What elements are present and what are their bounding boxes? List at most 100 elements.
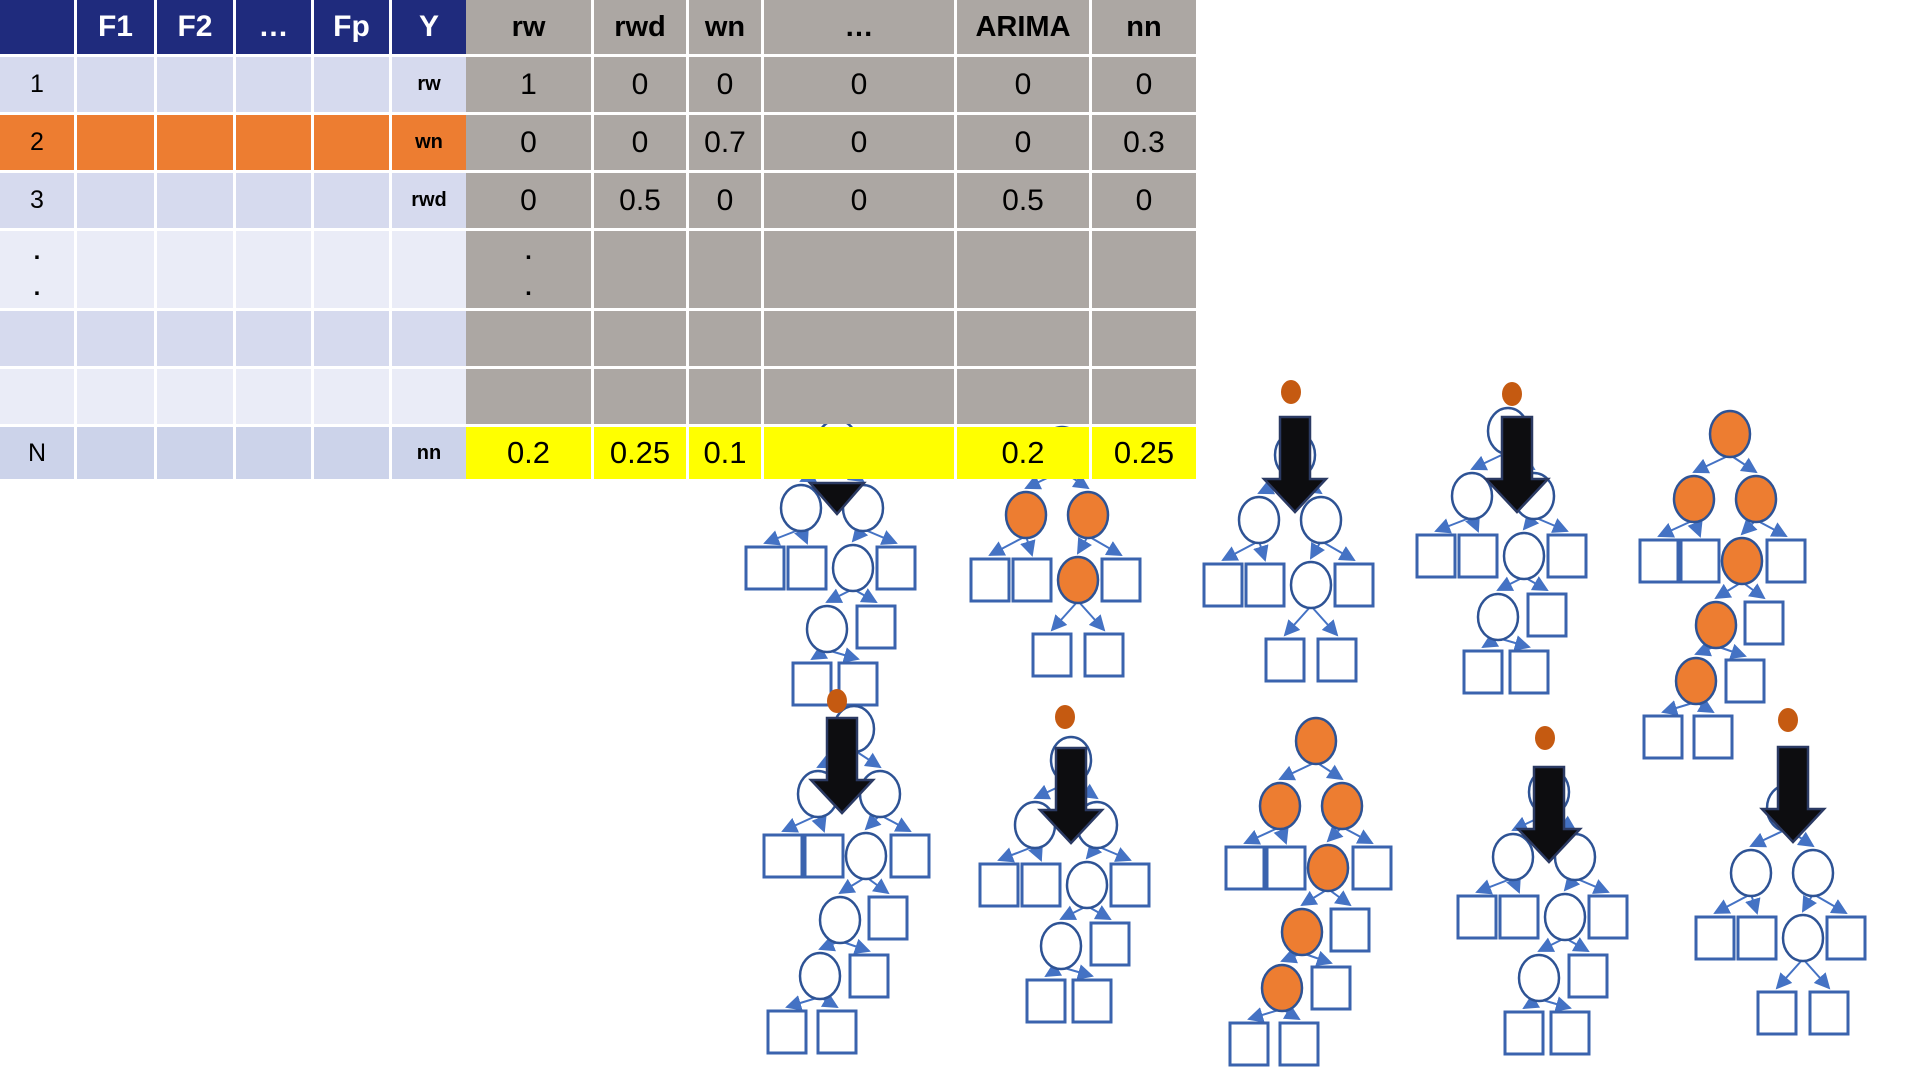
down-arrow-icon	[1483, 415, 1551, 514]
weight-cell	[594, 311, 686, 366]
tree-leaf-square	[1333, 562, 1375, 608]
feature-value-cell	[157, 231, 233, 308]
tree-leaf-square	[1587, 894, 1629, 940]
tree-leaf-square	[791, 661, 833, 707]
feature-value-cell	[77, 115, 154, 170]
tree-circle-node	[858, 769, 902, 819]
feature-value-cell	[314, 311, 389, 366]
tree-circle-node	[805, 604, 849, 654]
tree-circle-node	[1672, 474, 1716, 524]
tree-leaf-square	[1316, 637, 1358, 683]
tree-circle-node	[1791, 848, 1835, 898]
feature-value-cell	[77, 57, 154, 112]
tree-edge	[1713, 893, 1752, 914]
weight-cell: 0	[957, 57, 1089, 112]
row-index-cell: N	[0, 427, 74, 479]
tree-leaf-square	[969, 557, 1011, 603]
feature-value-cell	[77, 311, 154, 366]
weight-cell: 0	[764, 57, 954, 112]
feature-header-cell-…: …	[236, 0, 311, 54]
weight-cell: 0	[594, 57, 686, 112]
weight-cell: 0.3	[1092, 115, 1196, 170]
tree-edge	[1310, 605, 1339, 637]
orange-dot-marker	[1535, 726, 1555, 750]
feature-value-cell	[236, 427, 311, 479]
decision-tree-tree-10	[1694, 708, 1867, 1036]
feature-value-cell	[77, 369, 154, 424]
tree-leaf-square	[1498, 894, 1540, 940]
weight-header-cell-rw: rw	[466, 0, 591, 54]
row-index-cell: 2	[0, 115, 74, 170]
tree-leaf-square	[816, 1009, 858, 1055]
tree-circle-node	[1039, 921, 1083, 971]
weight-cell	[1092, 311, 1196, 366]
tree-circle-node	[1720, 536, 1764, 586]
tree-circle-node	[1320, 781, 1364, 831]
down-arrowhead-icon	[807, 481, 867, 516]
weight-cell: 0	[1092, 57, 1196, 112]
tree-leaf-square	[1202, 562, 1244, 608]
weight-cell	[1092, 231, 1196, 308]
decision-tree-tree-8	[1224, 716, 1393, 1067]
feature-header-cell-Fp: Fp	[314, 0, 389, 54]
tree-edge	[1278, 761, 1317, 781]
tree-circle-node	[1258, 781, 1302, 831]
tree-leaf-square	[1692, 714, 1734, 760]
tree-leaf-square	[1825, 915, 1867, 961]
tree-circle-node	[818, 895, 862, 945]
feature-value-cell	[157, 173, 233, 228]
tree-leaf-square	[889, 833, 931, 879]
row-index-cell	[0, 311, 74, 366]
down-arrow-icon	[1037, 746, 1105, 845]
tree-edge	[1729, 454, 1758, 474]
feature-value-cell	[157, 427, 233, 479]
weight-cell	[689, 231, 761, 308]
weight-cell-final: 0.2	[466, 427, 591, 479]
tree-root-node	[1708, 409, 1752, 459]
tree-edge	[1755, 519, 1788, 537]
tree-circle-node	[831, 543, 875, 593]
tree-leaf-square	[1011, 557, 1053, 603]
tree-leaf-square	[762, 833, 804, 879]
tree-leaf-square	[744, 545, 786, 591]
tree-leaf-square	[786, 545, 828, 591]
tree-edge	[1087, 535, 1123, 556]
feature-value-cell	[236, 369, 311, 424]
tree-circle-node	[1260, 963, 1304, 1013]
weight-cell: 0	[594, 115, 686, 170]
tree-leaf-square	[1100, 557, 1142, 603]
feature-header-cell-index	[0, 0, 74, 54]
tree-circle-node	[1004, 490, 1048, 540]
weight-cell	[764, 231, 954, 308]
tree-leaf-square	[1508, 649, 1550, 695]
row-index-cell: 3	[0, 173, 74, 228]
down-arrow-icon	[1515, 765, 1583, 864]
tree-leaf-square	[1083, 632, 1125, 678]
feature-value-cell	[157, 57, 233, 112]
weight-cell: 0	[689, 173, 761, 228]
feature-value-cell	[157, 369, 233, 424]
orange-dot-marker	[1281, 380, 1301, 404]
feature-value-cell	[77, 173, 154, 228]
weight-header-cell-wn: wn	[689, 0, 761, 54]
decision-tree-tree-9	[1456, 726, 1629, 1056]
tree-leaf-square	[1808, 990, 1850, 1036]
tree-leaf-square	[1310, 965, 1352, 1011]
decision-tree-tree-4	[1415, 382, 1588, 695]
y-label-cell	[392, 311, 466, 366]
tree-leaf-square	[1329, 907, 1371, 953]
tree-circle-node	[1729, 848, 1773, 898]
weight-cell	[957, 369, 1089, 424]
tree-edge	[1320, 540, 1356, 561]
tree-leaf-square	[1756, 990, 1798, 1036]
tree-leaf-square	[1265, 845, 1307, 891]
tree-circle-node	[1491, 832, 1535, 882]
y-label-cell: wn	[392, 115, 466, 170]
decision-tree-tree-3	[1202, 380, 1375, 683]
tree-root-node	[1294, 716, 1338, 766]
weight-cell: 0.5	[957, 173, 1089, 228]
tree-edge	[1315, 761, 1344, 781]
feature-value-cell	[157, 115, 233, 170]
